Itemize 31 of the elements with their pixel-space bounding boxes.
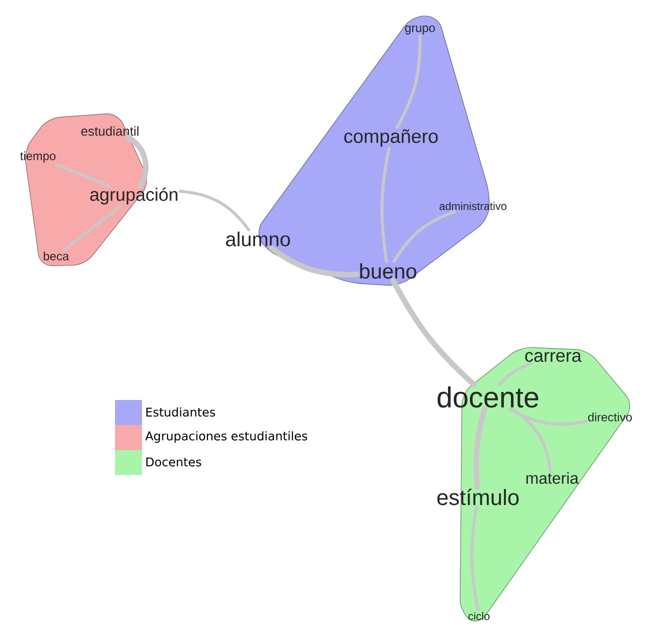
word-label: beca	[44, 252, 69, 260]
word-label: bueno	[360, 263, 416, 279]
link-line	[54, 162, 110, 188]
word-label: estímulo	[437, 488, 519, 506]
word-label: directivo	[588, 412, 632, 422]
word-label: administrativo	[440, 202, 506, 210]
word-label: grupo	[405, 26, 435, 34]
link-line	[62, 204, 122, 252]
word-label: docente	[438, 386, 538, 408]
legend-label: Agrupaciones estudiantiles	[145, 431, 308, 443]
word-label: ciclo	[468, 612, 490, 620]
link-line	[498, 362, 532, 386]
word-label: materia	[526, 472, 579, 484]
link-line	[125, 134, 149, 189]
link-line	[470, 505, 480, 612]
word-label: carrera	[525, 352, 582, 362]
legend-label: Estudiantes	[146, 407, 216, 417]
link-line	[508, 408, 588, 426]
word-label: agrupación	[90, 188, 178, 204]
link-line	[380, 146, 390, 264]
link-line	[268, 245, 360, 278]
link-line	[392, 210, 456, 264]
legend-label: Docentes	[146, 458, 202, 466]
word-label: tiempo	[20, 151, 56, 163]
link-line	[511, 408, 552, 472]
word-label: compañero	[344, 129, 438, 147]
link-line	[396, 34, 422, 129]
link-line	[390, 278, 477, 388]
word-label: estudiantil	[81, 126, 138, 136]
link-line	[178, 190, 250, 232]
link-line	[473, 406, 488, 490]
